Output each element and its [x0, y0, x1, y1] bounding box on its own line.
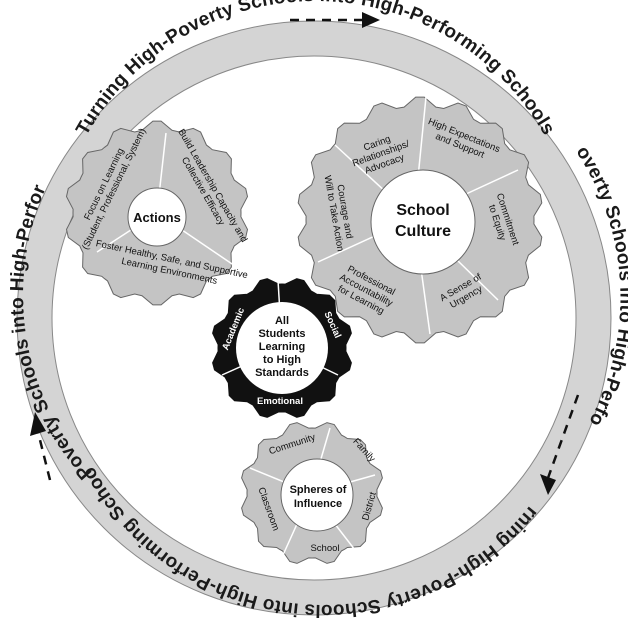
students-center-line5: Standards	[255, 367, 309, 379]
culture-gear: School Culture Caring Relationships/ Adv…	[297, 96, 543, 344]
spheres-segment-school: School	[310, 543, 339, 554]
students-center-line4: to High	[263, 354, 301, 366]
students-center-line2: Students	[258, 328, 305, 340]
spheres-gear: Spheres of Influence Community Family Di…	[241, 422, 383, 564]
arrow-left-icon	[30, 412, 52, 481]
culture-center-line2: Culture	[395, 223, 451, 240]
spheres-center-line1: Spheres of	[290, 484, 347, 496]
arrow-right-icon	[540, 394, 580, 495]
spheres-center-line2: Influence	[294, 498, 342, 510]
students-segment-emotional: Emotional	[257, 396, 303, 407]
students-gear: All Students Learning to High Standards …	[212, 278, 352, 418]
students-center-line3: Learning	[259, 341, 305, 353]
actions-center-label: Actions	[133, 210, 181, 225]
cycle-arrows	[30, 12, 580, 495]
students-center-line1: All	[275, 315, 289, 327]
culture-center-line1: School	[396, 202, 449, 219]
arrow-top-icon	[290, 12, 380, 28]
